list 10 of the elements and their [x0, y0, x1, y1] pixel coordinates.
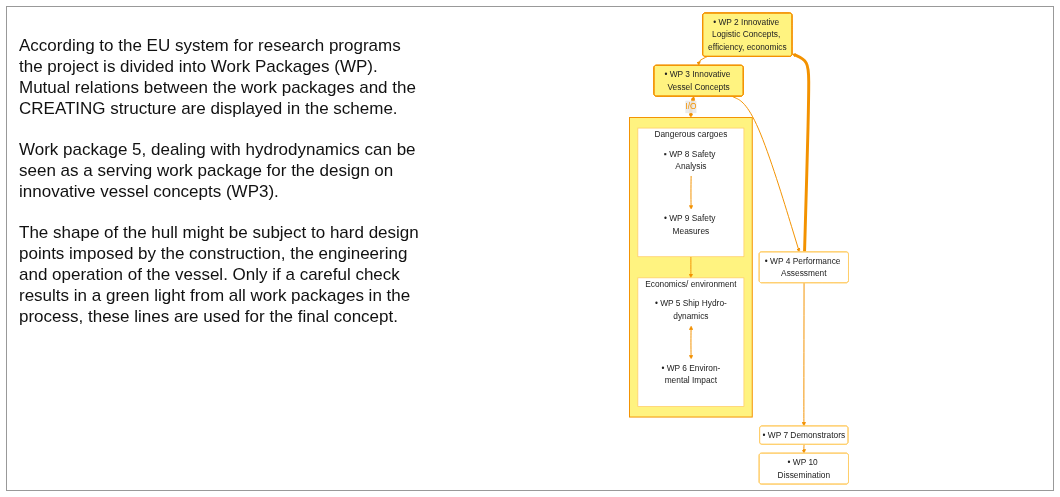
- paragraph: Work package 5, dealing with hydrodynamics can be seen as a serving work package for the design on innovative vessel concepts (WP3).: [19, 139, 417, 202]
- node-text: ▪ WP 8 Safety Analysis: [663, 149, 716, 172]
- node-text: • WP 5 Ship Hydro-dynamics: [654, 298, 727, 321]
- cluster: [629, 117, 753, 418]
- node-text: • WP 6 Environ-mental Impact: [661, 363, 721, 386]
- paragraph: According to the EU system for research programs the project is divided into Work Packages (WP). Mutual relations between the work packages and the CREATING structure are displayed in the scheme.: [19, 35, 417, 119]
- arrow: [792, 53, 811, 253]
- edge-label: I/O: [685, 102, 697, 112]
- paragraph: The shape of the hull might be subject to hard design points imposed by the construction, the engineering and operation of the vessel. Only if a careful check results in a green light from all work packages in the process, these lines are used for the final concept.: [19, 222, 419, 327]
- node-text: • WP 9 Safety Measures: [663, 213, 716, 236]
